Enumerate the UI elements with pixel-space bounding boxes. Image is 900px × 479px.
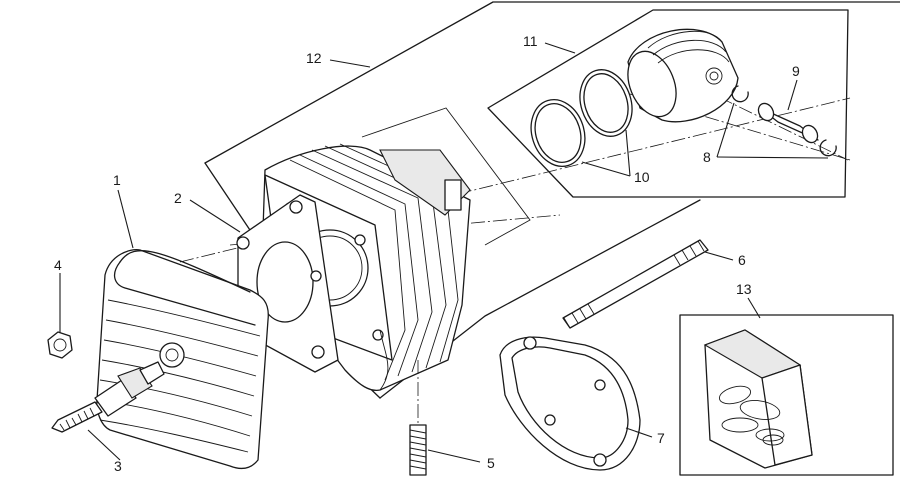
callout-6: 6 (738, 252, 746, 268)
piston-pin (757, 102, 819, 144)
leader-lines (59, 42, 829, 463)
callout-4: 4 (54, 257, 62, 273)
callout-2: 2 (174, 190, 182, 206)
cylinder-head (96, 249, 269, 470)
callout-3: 3 (114, 458, 122, 474)
callout-8: 8 (703, 149, 711, 165)
stud-long (562, 239, 709, 329)
circlips (731, 85, 837, 157)
callout-1: 1 (113, 172, 121, 188)
spark-plug (51, 361, 165, 433)
callout-7: 7 (657, 430, 665, 446)
piston-subassembly-box (487, 9, 849, 198)
callout-10: 10 (634, 169, 650, 185)
callout-labels: 1 2 3 4 5 6 7 8 9 10 11 12 13 (54, 33, 800, 474)
nut (47, 331, 73, 359)
piston (627, 28, 739, 123)
callout-9: 9 (792, 63, 800, 79)
base-gasket (499, 336, 641, 471)
stud-short (409, 360, 427, 476)
callout-11: 11 (523, 33, 538, 49)
piston-rings (530, 69, 633, 167)
gasket-kit-box (679, 314, 894, 476)
callout-13: 13 (736, 281, 752, 297)
callout-5: 5 (487, 455, 495, 471)
callout-12: 12 (306, 50, 322, 66)
